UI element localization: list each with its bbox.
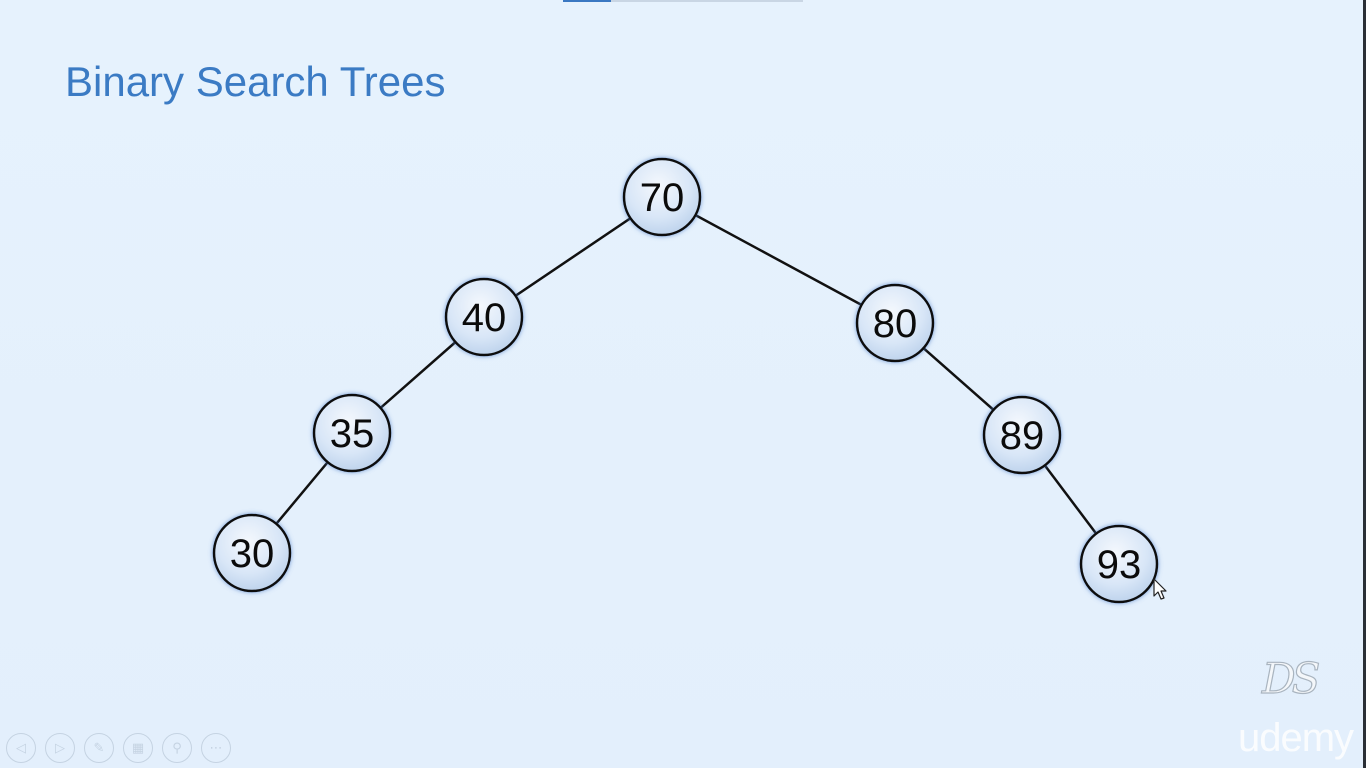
tree-node-circle [212, 513, 292, 593]
tree-node-70: 70 [622, 157, 702, 237]
tree-node-circle [444, 277, 524, 357]
tree-node-93: 93 [1079, 524, 1159, 604]
pen-icon[interactable]: ✎ [84, 733, 114, 763]
ds-logo: DS [1261, 653, 1321, 703]
tree-node-80: 80 [855, 283, 935, 363]
tree-node-30: 30 [212, 513, 292, 593]
next-slide-icon[interactable]: ▷ [45, 733, 75, 763]
tree-node-89: 89 [982, 395, 1062, 475]
tree-node-label: 35 [330, 412, 375, 456]
tree-node-label: 70 [640, 176, 685, 220]
more-options-icon[interactable]: ⋯ [201, 733, 231, 763]
tree-node-label: 40 [462, 296, 507, 340]
slideshow-controls: ◁ ▷ ✎ ▦ ⚲ ⋯ [6, 733, 231, 763]
tree-node-label: 93 [1097, 543, 1142, 587]
tree-node-circle [855, 283, 935, 363]
tree-node-35: 35 [312, 393, 392, 473]
tree-edge-70-80 [661, 195, 896, 325]
tree-node-label: 30 [230, 532, 275, 576]
slide-title: Binary Search Trees [65, 58, 446, 105]
tree-node-circle [622, 157, 702, 237]
tree-nodes: 70 40 80 35 89 30 93 [212, 157, 1159, 604]
mouse-cursor-icon [1153, 578, 1167, 600]
tree-node-label: 89 [1000, 414, 1045, 458]
udemy-watermark: udemy [1238, 716, 1354, 760]
tree-node-label: 80 [873, 302, 918, 346]
window-edge [1363, 0, 1366, 768]
slide-progress-indicator [563, 0, 611, 2]
tree-node-circle [982, 395, 1062, 475]
tree-node-circle [1079, 524, 1159, 604]
slide-progress-strip [563, 0, 803, 2]
slides-grid-icon[interactable]: ▦ [123, 733, 153, 763]
zoom-icon[interactable]: ⚲ [162, 733, 192, 763]
tree-node-circle [312, 393, 392, 473]
tree-edges [251, 195, 1120, 565]
previous-slide-icon[interactable]: ◁ [6, 733, 36, 763]
tree-node-40: 40 [444, 277, 524, 357]
